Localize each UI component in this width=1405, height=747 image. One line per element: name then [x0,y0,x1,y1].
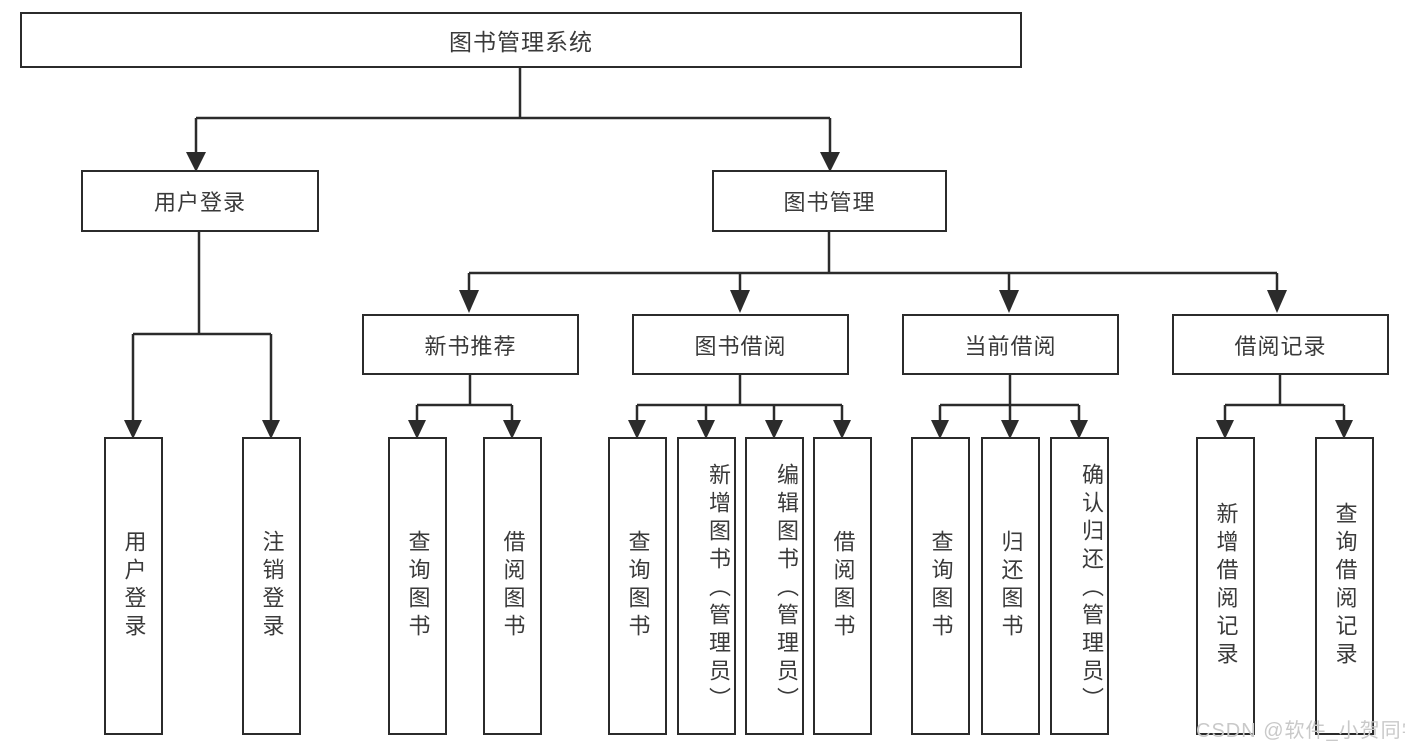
node-leaf-query-book-2-label: 查询图书 [625,530,651,642]
node-leaf-return-book[interactable]: 归还图书 [981,437,1040,735]
node-leaf-query-book-3-label: 查询图书 [928,530,954,642]
node-new-book-recommend-label: 新书推荐 [424,333,517,359]
node-leaf-user-login-label: 用户登录 [121,530,147,642]
node-borrow-record[interactable]: 借阅记录 [1172,314,1389,375]
node-leaf-query-record-label: 查询借阅记录 [1332,502,1358,670]
node-book-management-label: 图书管理 [783,190,876,215]
node-leaf-add-book-label: 新增图书（管理员） [706,463,731,715]
node-leaf-query-book-3[interactable]: 查询图书 [911,437,970,735]
node-current-borrow-label: 当前借阅 [964,333,1057,359]
node-leaf-borrow-book-2-label: 借阅图书 [830,530,856,642]
node-root[interactable]: 图书管理系统 [20,12,1022,68]
node-leaf-query-book-1-label: 查询图书 [405,530,431,642]
node-leaf-add-record-label: 新增借阅记录 [1213,502,1239,670]
watermark: CSDN @软件_小贺同学 [1196,720,1405,742]
node-leaf-borrow-book-1-label: 借阅图书 [500,530,526,642]
node-leaf-edit-book[interactable]: 编辑图书（管理员） [745,437,804,735]
node-book-management[interactable]: 图书管理 [712,170,947,232]
node-leaf-query-book-2[interactable]: 查询图书 [608,437,667,735]
node-user-login-label: 用户登录 [153,190,246,215]
node-leaf-user-login[interactable]: 用户登录 [104,437,163,735]
node-leaf-borrow-book-1[interactable]: 借阅图书 [483,437,542,735]
node-user-login[interactable]: 用户登录 [81,170,319,232]
node-leaf-confirm-return[interactable]: 确认归还（管理员） [1050,437,1109,735]
node-borrow-record-label: 借阅记录 [1234,333,1327,359]
node-leaf-edit-book-label: 编辑图书（管理员） [774,463,799,715]
node-leaf-confirm-return-label: 确认归还（管理员） [1079,463,1104,715]
node-leaf-logout-login[interactable]: 注销登录 [242,437,301,735]
node-leaf-return-book-label: 归还图书 [998,530,1024,642]
node-current-borrow[interactable]: 当前借阅 [902,314,1119,375]
node-leaf-logout-login-label: 注销登录 [259,530,285,642]
node-leaf-query-book-1[interactable]: 查询图书 [388,437,447,735]
node-book-borrow-label: 图书借阅 [694,333,787,359]
node-leaf-add-book[interactable]: 新增图书（管理员） [677,437,736,735]
node-leaf-add-record[interactable]: 新增借阅记录 [1196,437,1255,735]
node-book-borrow[interactable]: 图书借阅 [632,314,849,375]
node-new-book-recommend[interactable]: 新书推荐 [362,314,579,375]
node-root-label: 图书管理系统 [449,29,593,55]
node-leaf-query-record[interactable]: 查询借阅记录 [1315,437,1374,735]
node-leaf-borrow-book-2[interactable]: 借阅图书 [813,437,872,735]
